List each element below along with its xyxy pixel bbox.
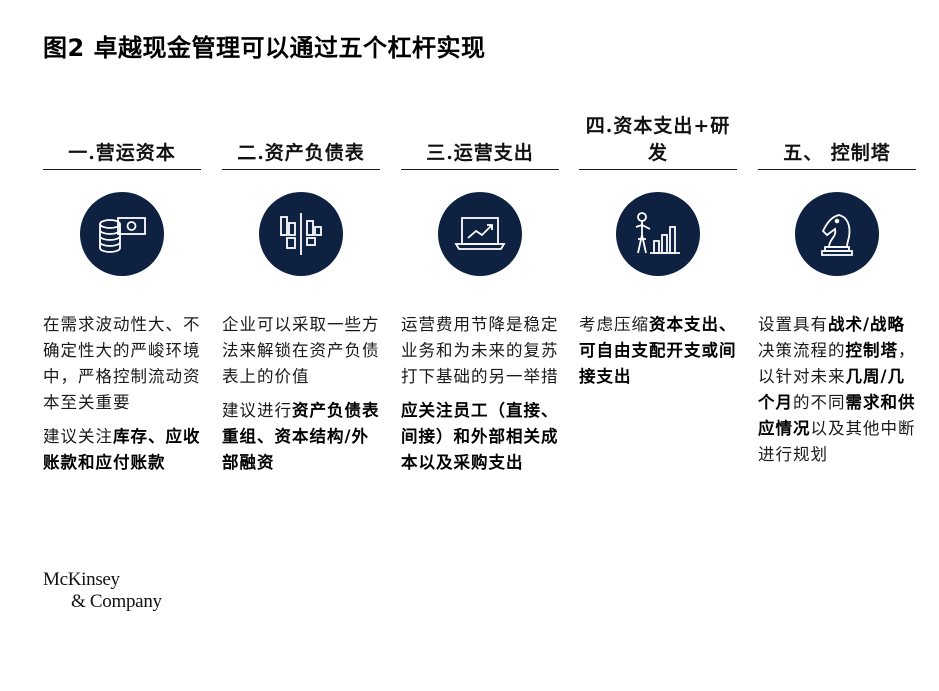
body-text-segment: 建议关注 bbox=[43, 427, 113, 446]
body-text-segment: 建议进行 bbox=[222, 401, 292, 420]
emphasis-text: 几周/几个月 bbox=[758, 367, 906, 412]
cash-stack-icon bbox=[80, 192, 164, 276]
paragraph: 建议进行资产负债表重组、资本结构/外部融资 bbox=[222, 398, 380, 476]
emphasis-text: 应关注员工（直接、间接）和外部相关成本以及采购支出 bbox=[401, 401, 559, 472]
body-text-segment: 的不同 bbox=[793, 393, 846, 412]
paragraph: 建议关注库存、应收账款和应付账款 bbox=[43, 424, 201, 476]
body-text-segment: ，以针对未来 bbox=[758, 341, 916, 386]
emphasis-text: 资本支出、 可自由支配开支或间接支出 bbox=[579, 315, 737, 386]
emphasis-text: 战术/战略 bbox=[828, 315, 906, 334]
column-heading: 四.资本支出+研发 bbox=[579, 112, 737, 170]
column-heading: 二.资产负债表 bbox=[222, 112, 380, 170]
column-body: 考虑压缩资本支出、 可自由支配开支或间接支出 bbox=[579, 312, 737, 390]
paragraph: 企业可以采取一些方法来解锁在资产负债表上的价值 bbox=[222, 312, 380, 390]
paragraph: 运营费用节降是稳定业务和为未来的复苏打下基础的另一举措 bbox=[401, 312, 559, 390]
paragraph: 设置具有战术/战略决策流程的控制塔，以针对未来几周/几个月的不同需求和供应情况以… bbox=[758, 312, 916, 468]
lever-column-opex: 三.运营支出 运营费用节降是稳定业务和为未来的复苏打下基础的另一举措 应关注员工… bbox=[401, 112, 559, 476]
mckinsey-logo: McKinsey & Company bbox=[43, 569, 162, 613]
column-heading: 五、 控制塔 bbox=[758, 112, 916, 170]
column-body: 企业可以采取一些方法来解锁在资产负债表上的价值 建议进行资产负债表重组、资本结构… bbox=[222, 312, 380, 476]
column-body: 运营费用节降是稳定业务和为未来的复苏打下基础的另一举措 应关注员工（直接、间接）… bbox=[401, 312, 559, 476]
emphasis-text: 需求和供应情况 bbox=[758, 393, 916, 438]
body-text-segment: 运营费用节降是稳定业务和为未来的复苏打下基础的另一举措 bbox=[401, 315, 559, 386]
balance-sheet-icon bbox=[259, 192, 343, 276]
body-text-segment: 考虑压缩 bbox=[579, 315, 649, 334]
body-text-segment: 以及其他中断进行规划 bbox=[758, 419, 916, 464]
lever-column-balance-sheet: 二.资产负债表 企业可以采取一些方法来解锁在资产负债表上的价值 建议进行资产负债… bbox=[222, 112, 380, 476]
emphasis-text: 资产负债表重组、资本结构/外部融资 bbox=[222, 401, 380, 472]
body-text-segment: 在需求波动性大、不确定性大的严峻环境中，严格控制流动资本至关重要 bbox=[43, 315, 201, 412]
person-bar-chart-icon bbox=[616, 192, 700, 276]
laptop-chart-icon bbox=[438, 192, 522, 276]
body-text-segment: 决策流程的 bbox=[758, 341, 846, 360]
column-heading: 三.运营支出 bbox=[401, 112, 559, 170]
emphasis-text: 库存、应收账款和应付账款 bbox=[43, 427, 201, 472]
column-body: 在需求波动性大、不确定性大的严峻环境中，严格控制流动资本至关重要 建议关注库存、… bbox=[43, 312, 201, 476]
paragraph: 在需求波动性大、不确定性大的严峻环境中，严格控制流动资本至关重要 bbox=[43, 312, 201, 416]
paragraph: 考虑压缩资本支出、 可自由支配开支或间接支出 bbox=[579, 312, 737, 390]
chess-knight-icon bbox=[795, 192, 879, 276]
column-heading: 一.营运资本 bbox=[43, 112, 201, 170]
paragraph: 应关注员工（直接、间接）和外部相关成本以及采购支出 bbox=[401, 398, 559, 476]
lever-column-capex-rd: 四.资本支出+研发 考虑压缩资本支出、 可自由支配开支或间接支出 bbox=[579, 112, 737, 390]
logo-line-1: McKinsey bbox=[43, 569, 120, 590]
logo-line-2: & Company bbox=[71, 591, 162, 612]
lever-column-control-tower: 五、 控制塔 设置具有战术/战略决策流程的控制塔，以针对未来几周/几个月的不同需… bbox=[758, 112, 916, 468]
body-text-segment: 设置具有 bbox=[758, 315, 828, 334]
body-text-segment: 企业可以采取一些方法来解锁在资产负债表上的价值 bbox=[222, 315, 380, 386]
lever-column-working-capital: 一.营运资本 在需求波动性大、不确定性大的严峻环境中，严格控制流动资本至关重要 … bbox=[43, 112, 201, 476]
column-body: 设置具有战术/战略决策流程的控制塔，以针对未来几周/几个月的不同需求和供应情况以… bbox=[758, 312, 916, 468]
emphasis-text: 控制塔 bbox=[845, 341, 898, 360]
figure-title: 图2 卓越现金管理可以通过五个杠杆实现 bbox=[43, 34, 486, 62]
